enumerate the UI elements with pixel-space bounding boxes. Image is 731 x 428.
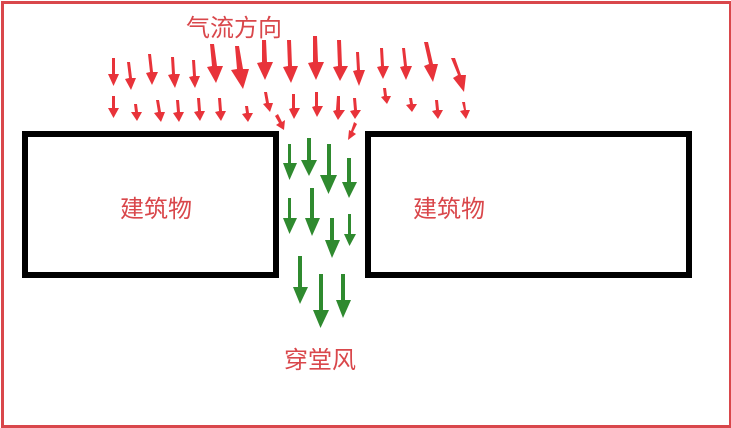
airflow-direction-title: 气流方向 xyxy=(186,14,282,42)
building-right-label: 建筑物 xyxy=(413,195,485,223)
cross-ventilation-label: 穿堂风 xyxy=(284,346,356,374)
building-left-label: 建筑物 xyxy=(120,195,192,223)
draft-airflow-arrows xyxy=(283,138,357,328)
building-left: 建筑物 xyxy=(22,131,279,278)
building-right: 建筑物 xyxy=(365,131,692,278)
incoming-airflow-arrows xyxy=(108,36,466,92)
incoming-airflow-arrows-lower xyxy=(108,88,470,140)
